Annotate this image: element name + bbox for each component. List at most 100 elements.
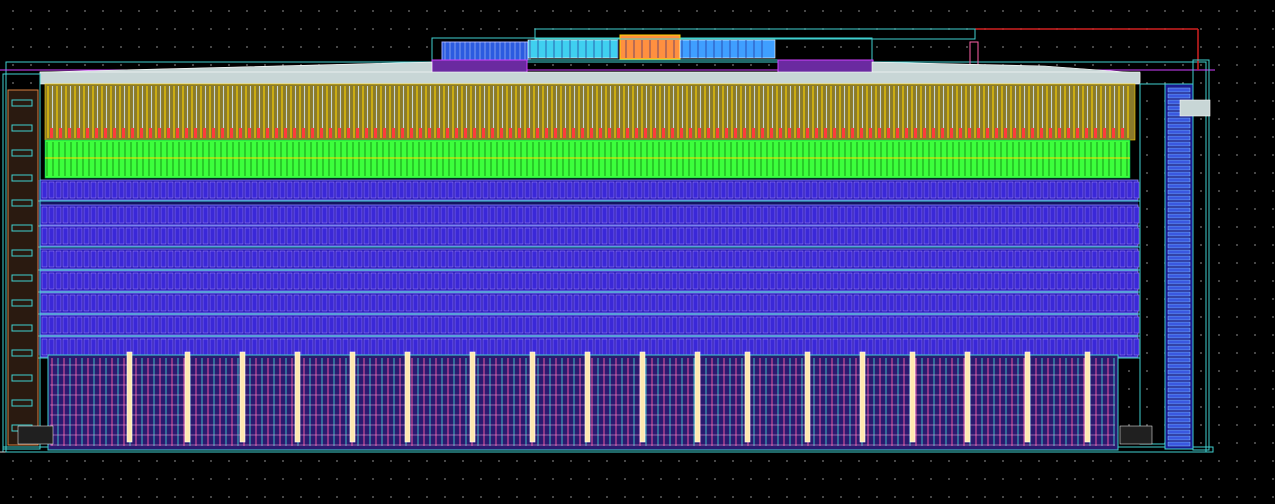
bit-cell <box>195 338 202 356</box>
bit-cell <box>181 294 188 312</box>
bit-cell <box>881 250 888 268</box>
right-column-cell <box>1167 309 1191 315</box>
bit-cell <box>1035 250 1042 268</box>
comb-poly <box>752 128 755 138</box>
bit-cell <box>734 294 741 312</box>
bit-cell <box>888 272 895 290</box>
bit-cell <box>461 338 468 356</box>
bit-cell <box>671 338 678 356</box>
bit-cell <box>398 206 405 224</box>
bit-cell <box>307 206 314 224</box>
bit-cell <box>601 206 608 224</box>
bit-cell <box>1091 294 1098 312</box>
bit-cell <box>356 227 363 245</box>
bit-cell <box>874 294 881 312</box>
bit-cell <box>636 181 643 199</box>
right-column-cell <box>1167 171 1191 177</box>
bit-cell <box>944 272 951 290</box>
bit-cell <box>517 206 524 224</box>
bit-cell <box>811 227 818 245</box>
bit-cell <box>706 227 713 245</box>
right-column-cell <box>1167 129 1191 135</box>
comb-poly <box>230 128 233 138</box>
bit-cell <box>69 206 76 224</box>
bit-cell <box>384 181 391 199</box>
bit-cell <box>916 294 923 312</box>
bit-cell <box>524 294 531 312</box>
bit-cell <box>699 294 706 312</box>
bit-cell <box>734 272 741 290</box>
bit-cell <box>846 338 853 356</box>
bit-cell <box>909 316 916 334</box>
bit-cell <box>188 206 195 224</box>
bit-cell <box>1105 294 1112 312</box>
bit-cell <box>622 316 629 334</box>
bit-cell <box>468 294 475 312</box>
comb-poly <box>158 128 161 138</box>
left-pin <box>11 299 33 307</box>
bit-cell <box>797 181 804 199</box>
comb-poly <box>725 128 728 138</box>
bit-cell <box>188 181 195 199</box>
bit-cell <box>1105 181 1112 199</box>
bit-cell <box>629 338 636 356</box>
bit-cell <box>398 181 405 199</box>
bit-cell <box>657 206 664 224</box>
comb-poly <box>590 128 593 138</box>
bit-cell <box>923 338 930 356</box>
bit-cell <box>741 181 748 199</box>
bit-cell <box>643 206 650 224</box>
bit-cell <box>384 294 391 312</box>
comb-poly <box>716 128 719 138</box>
bit-cell <box>167 227 174 245</box>
bit-cell <box>867 227 874 245</box>
bit-cell <box>720 206 727 224</box>
bit-cell <box>370 338 377 356</box>
bit-cell <box>615 181 622 199</box>
bit-cell <box>909 294 916 312</box>
bit-cell <box>706 206 713 224</box>
bit-cell <box>321 206 328 224</box>
bit-cell <box>237 272 244 290</box>
bit-cell <box>461 227 468 245</box>
bit-cell <box>769 338 776 356</box>
bit-cell <box>1119 206 1126 224</box>
bit-cell <box>489 181 496 199</box>
bit-cell <box>153 181 160 199</box>
bit-cell <box>699 227 706 245</box>
bit-cell <box>951 227 958 245</box>
bit-cell <box>146 316 153 334</box>
periphery-column <box>1084 351 1091 443</box>
left-pin <box>11 224 33 232</box>
bit-cell <box>699 316 706 334</box>
bit-cell <box>573 227 580 245</box>
bit-cell <box>510 316 517 334</box>
bit-cell <box>881 181 888 199</box>
bit-cell <box>167 181 174 199</box>
bit-cell <box>510 181 517 199</box>
bit-cell <box>629 316 636 334</box>
bit-cell <box>923 250 930 268</box>
bit-cell <box>867 294 874 312</box>
bit-cell <box>1126 206 1133 224</box>
periphery-column <box>294 351 301 443</box>
bit-cell <box>195 272 202 290</box>
bit-cell <box>195 250 202 268</box>
bit-cell <box>97 181 104 199</box>
bit-cell <box>307 294 314 312</box>
bit-cell <box>258 338 265 356</box>
bit-cell <box>524 250 531 268</box>
bit-cell <box>853 272 860 290</box>
bit-cell <box>139 227 146 245</box>
bit-cell <box>321 272 328 290</box>
bit-cell <box>545 316 552 334</box>
bit-cell <box>328 338 335 356</box>
bit-cell <box>930 316 937 334</box>
bit-cell <box>629 227 636 245</box>
bit-cell <box>1105 272 1112 290</box>
comb-poly <box>428 128 431 138</box>
bit-cell <box>839 250 846 268</box>
bit-cell <box>307 250 314 268</box>
